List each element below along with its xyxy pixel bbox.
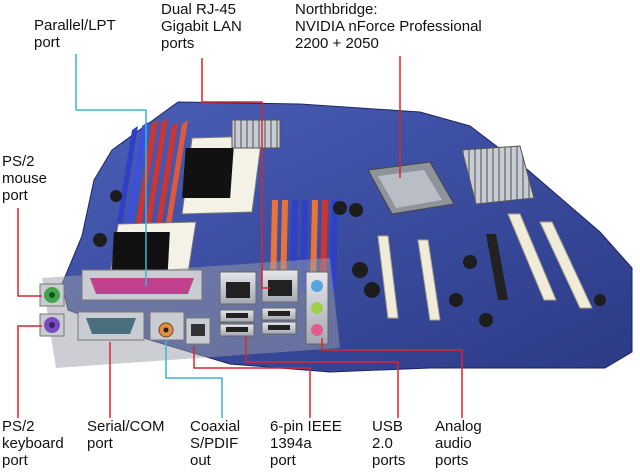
dimm-slots-left (112, 118, 188, 254)
label-usb-ports: USB 2.0 ports (372, 418, 405, 469)
leader-lan (201, 58, 270, 289)
usb-ports (219, 307, 297, 337)
label-line: port (87, 435, 113, 452)
label-line: 6-pin IEEE (270, 418, 342, 435)
label-line: keyboard (2, 435, 64, 452)
audio-jacks (305, 271, 329, 345)
label-line: port (2, 187, 28, 204)
leader-lines-red (17, 56, 463, 418)
serial-port (77, 311, 145, 341)
parallel-port (81, 269, 203, 301)
leader-ps2-mouse (17, 208, 42, 297)
label-ps2-keyboard: PS/2 keyboard port (2, 418, 64, 469)
leader-coaxial (165, 340, 223, 418)
rj45-lan-ports (219, 269, 299, 305)
northbridge-chip (367, 161, 455, 215)
label-coaxial-spdif: Coaxial S/PDIF out (190, 418, 240, 469)
leader-audio (321, 338, 463, 418)
northbridge-heatsink (461, 145, 535, 205)
coaxial-spdif-jack (149, 311, 185, 341)
label-line: ports (435, 452, 469, 469)
label-northbridge: Northbridge: NVIDIA nForce Professional … (295, 1, 482, 52)
label-line: USB (372, 418, 403, 435)
label-line: 2200 + 2050 (295, 35, 379, 52)
label-line: 1394a (270, 435, 312, 452)
label-line: PS/2 (2, 418, 35, 435)
label-line: 2.0 (372, 435, 393, 452)
label-line: Analog (435, 418, 482, 435)
leader-lines-cyan (75, 54, 223, 418)
leader-ps2-keyboard (17, 325, 42, 418)
vrm-heatsink (231, 119, 281, 149)
label-line: port (34, 34, 60, 51)
capacitors (93, 190, 606, 327)
leader-ieee1394 (193, 346, 311, 418)
cpu-socket-1 (181, 135, 263, 215)
label-audio-ports: Analog audio ports (435, 418, 482, 469)
ps2-keyboard-port (39, 313, 65, 337)
label-line: out (190, 452, 211, 469)
label-line: Gigabit LAN (161, 18, 242, 35)
label-line: PS/2 (2, 153, 35, 170)
label-ieee1394-port: 6-pin IEEE 1394a port (270, 418, 342, 469)
label-line: port (270, 452, 296, 469)
label-line: Dual RJ-45 (161, 1, 237, 18)
label-line: S/PDIF (190, 435, 239, 452)
label-lan-ports: Dual RJ-45 Gigabit LAN ports (161, 1, 242, 52)
label-line: Serial/COM (87, 418, 165, 435)
label-ps2-mouse: PS/2 mouse port (2, 153, 47, 204)
leader-usb (245, 336, 399, 418)
label-line: Coaxial (190, 418, 241, 435)
label-line: Parallel/LPT (34, 17, 116, 34)
label-serial-port: Serial/COM port (87, 418, 165, 452)
label-line: ports (161, 35, 195, 52)
label-line: NVIDIA nForce Professional (295, 18, 482, 35)
label-line: mouse (2, 170, 48, 187)
label-parallel-port: Parallel/LPT port (34, 17, 116, 51)
ieee1394-port (185, 317, 211, 345)
ps2-mouse-port (39, 283, 65, 307)
label-line: port (2, 452, 28, 469)
label-line: Northbridge: (295, 1, 378, 18)
pci-slots (377, 213, 593, 321)
leader-parallel (75, 54, 147, 286)
label-line: ports (372, 452, 406, 469)
label-line: audio (435, 435, 472, 452)
